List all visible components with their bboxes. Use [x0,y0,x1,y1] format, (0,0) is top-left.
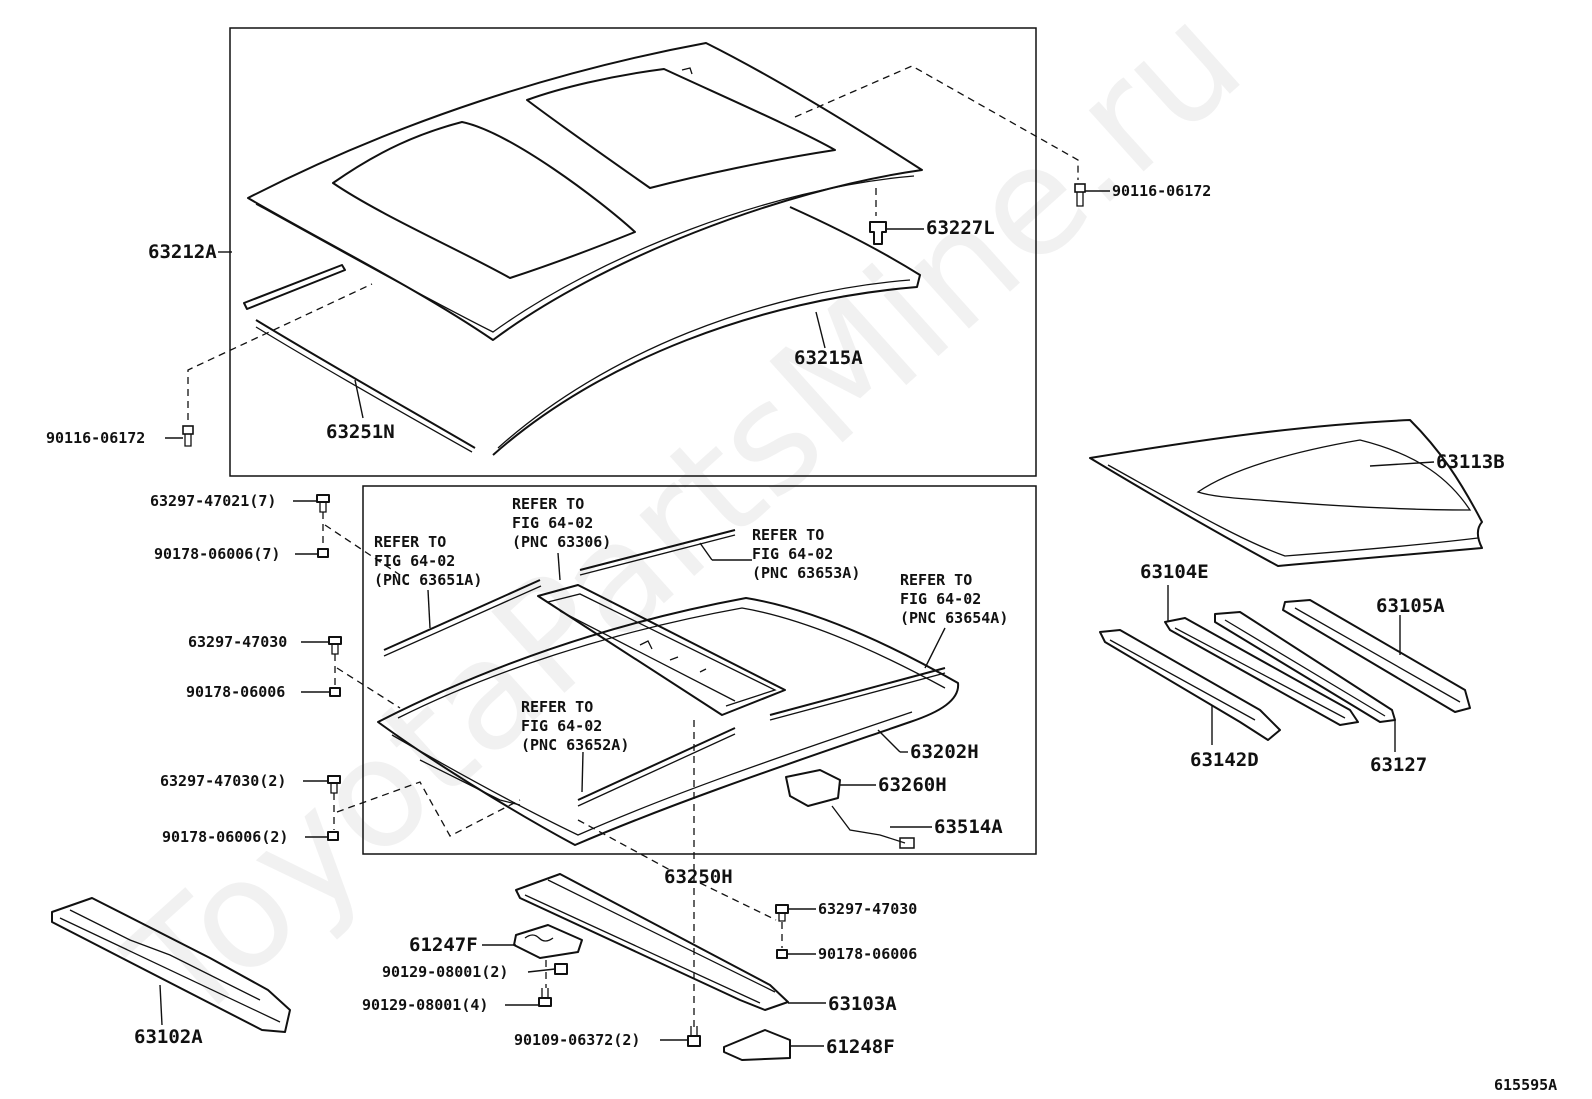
label-61248F: 61248F [826,1036,895,1058]
label-90178-a: 90178-06006 [186,683,285,701]
label-90129-4: 90129-08001(4) [362,996,488,1014]
label-63297-47030-a: 63297-47030 [188,633,287,651]
label-90116-top: 90116-06172 [1112,182,1211,200]
label-61247F: 61247F [409,934,478,956]
label-63297-47030-b: 63297-47030 [818,900,917,918]
label-90178-2: 90178-06006(2) [162,828,288,846]
roof-outer-panel-drawing [1089,419,1483,567]
refer-note-63651A: REFER TO FIG 64-02 (PNC 63651A) [374,533,482,589]
label-63113B: 63113B [1436,451,1505,473]
bolt-90116-left-icon [165,425,194,447]
bracket-61248F-icon [723,1029,824,1061]
label-90178-b: 90178-06006 [818,945,917,963]
refer-note-63306: REFER TO FIG 64-02 (PNC 63306) [512,495,611,551]
part-labels: 63212A 63227L 90116-06172 63215A 90116-0… [46,182,1557,1094]
label-90116-left: 90116-06172 [46,429,145,447]
sunroof-frame-group-box [362,485,1037,855]
bolt-90109-icon [660,1026,701,1047]
label-63250H: 63250H [664,866,733,888]
front-header-panel-drawing [51,897,291,1033]
bolt-90116-top-icon [1074,183,1110,207]
label-63514A: 63514A [934,816,1003,838]
bracket-61247F-icon [482,924,583,959]
label-90129-2: 90129-08001(2) [382,963,508,981]
label-63202H: 63202H [910,741,979,763]
reference-notes: REFER TO FIG 64-02 (PNC 63306) REFER TO … [374,495,1008,754]
label-63212A: 63212A [148,241,217,263]
label-63127: 63127 [1370,754,1427,776]
label-63105A: 63105A [1376,595,1445,617]
figure-id: 615595A [1494,1076,1557,1094]
label-63102A: 63102A [134,1026,203,1048]
label-63297-47030-2: 63297-47030(2) [160,772,286,790]
fastener-right-icons [775,904,816,959]
bolt-90129-icons [505,963,568,1007]
refer-note-63652A: REFER TO FIG 64-02 (PNC 63652A) [521,698,629,754]
label-63260H: 63260H [878,774,947,796]
roof-panel-drawing [247,42,923,341]
sunroof-frame-drawing [377,584,960,846]
watermark: ToyotaPartsMine.ru [97,0,1274,1057]
clip-63227L-icon [869,221,924,245]
sunroof-rails-drawing [383,529,946,807]
label-63215A: 63215A [794,347,863,369]
label-90109-2: 90109-06372(2) [514,1031,640,1049]
label-63227L: 63227L [926,217,995,239]
roof-weatherstrip-drawing [243,206,921,456]
label-63297-47021: 63297-47021(7) [150,492,276,510]
label-63103A: 63103A [828,993,897,1015]
roof-reinforcement-bows-drawing [1099,599,1471,741]
wire-harness-icon [831,805,932,849]
rear-header-panel-drawing [515,873,789,1011]
label-63104E: 63104E [1140,561,1209,583]
label-63142D: 63142D [1190,749,1259,771]
sunroof-motor-icon [785,769,876,807]
refer-note-63653A: REFER TO FIG 64-02 (PNC 63653A) [752,526,860,582]
label-90178-7: 90178-06006(7) [154,545,280,563]
refer-note-63654A: REFER TO FIG 64-02 (PNC 63654A) [900,571,1008,627]
label-63251N: 63251N [326,421,395,443]
